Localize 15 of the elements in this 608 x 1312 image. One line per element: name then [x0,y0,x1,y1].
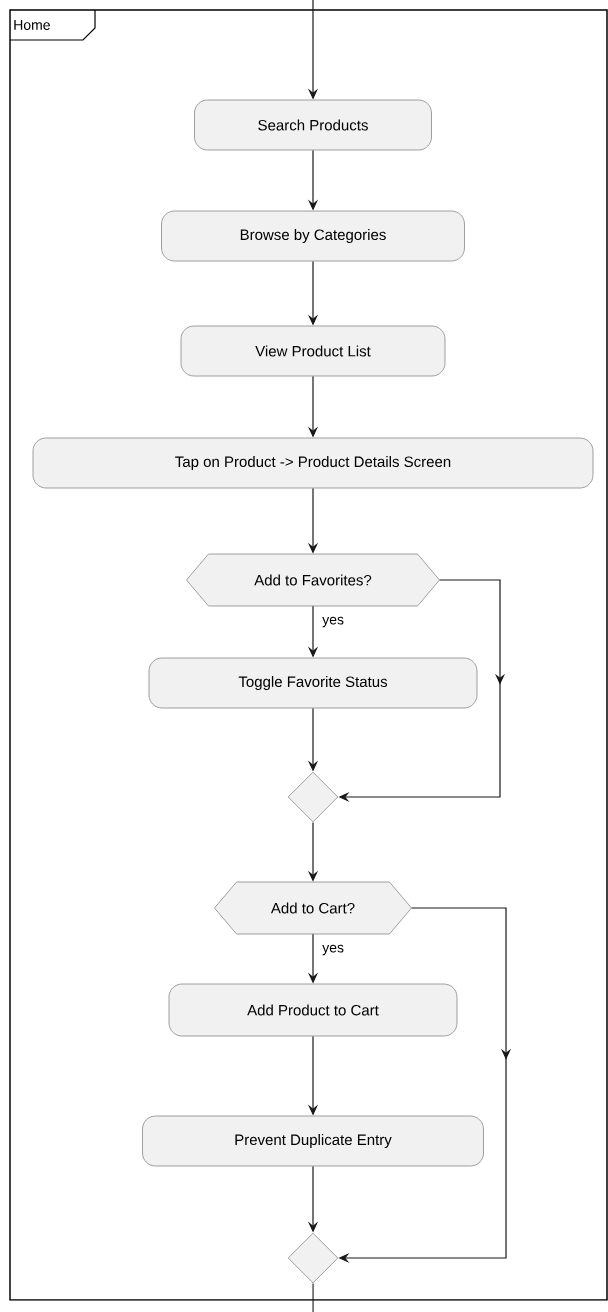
action-box: Search Products [194,99,432,151]
decision-hexagon: Add to Favorites? [186,553,440,607]
merge-diamond [287,1232,339,1284]
frame [9,9,608,1301]
edge-label: yes [321,943,345,957]
action-box: Browse by Categories [161,210,465,262]
edge-label: yes [321,615,345,629]
action-box: Toggle Favorite Status [148,657,478,709]
frame-title: Home [14,20,50,30]
action-box: View Product List [180,325,446,377]
action-box: Add Product to Cart [168,983,458,1037]
action-box: Prevent Duplicate Entry [142,1115,484,1167]
action-box: Tap on Product -> Product Details Screen [32,437,594,489]
decision-hexagon: Add to Cart? [214,881,412,935]
merge-diamond [287,771,339,823]
